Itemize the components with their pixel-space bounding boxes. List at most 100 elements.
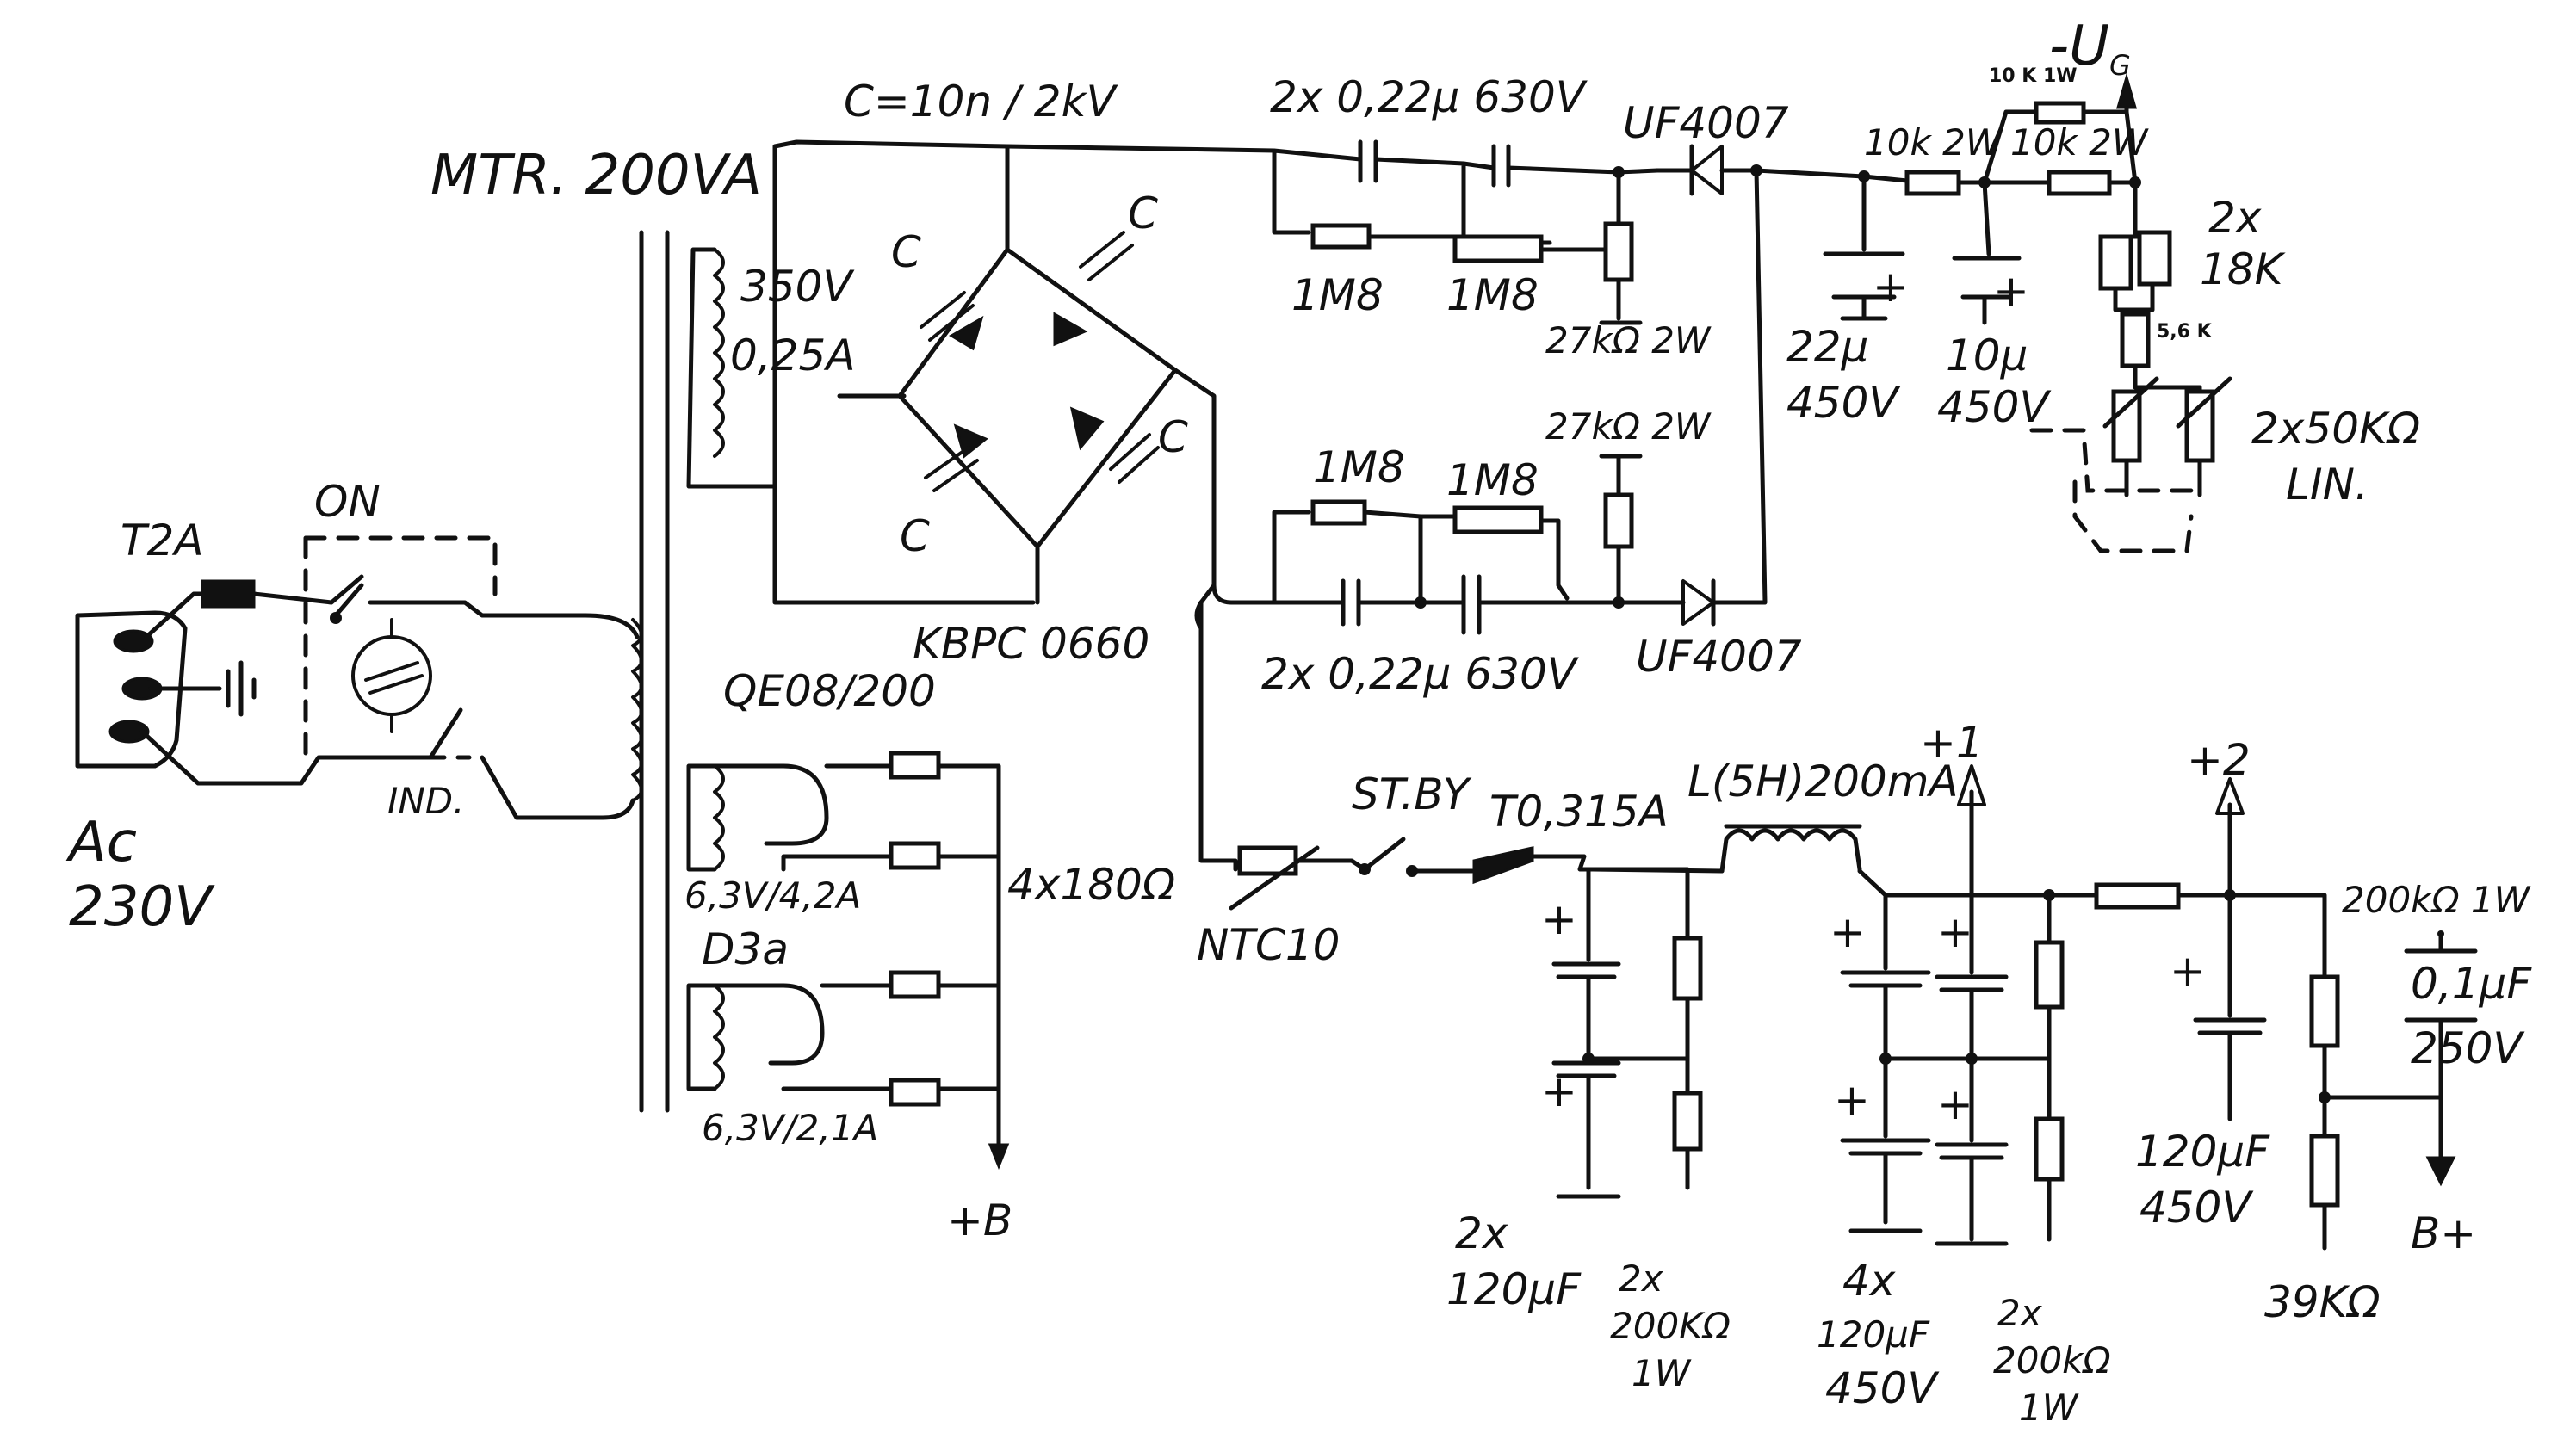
label-plus-1: +1 <box>1920 718 1984 768</box>
label-res-27k-bot: 27kΩ 2W <box>1545 405 1712 448</box>
diode-uf4007-bot <box>1681 579 1715 626</box>
plus-sign: + <box>1993 266 2029 316</box>
label-2x18k-b: 18K <box>2200 244 2287 294</box>
label-transformer: MTR. 200VA <box>430 144 762 207</box>
choke-5h <box>1719 824 1862 874</box>
res-27k-bot <box>1603 492 1634 549</box>
res-10k-2w-b <box>2047 170 2112 196</box>
label-cap-4x-a: 4x <box>1842 1256 1896 1306</box>
snubber-cap-4 <box>1109 433 1160 484</box>
ug-arrow <box>2116 72 2137 109</box>
label-bridge: KBPC 0660 <box>913 619 1149 669</box>
fuse-t0315 <box>1472 846 1534 885</box>
label-cap-120-450-b: 450V <box>2139 1183 2254 1233</box>
label-res-27k-top: 27kΩ 2W <box>1545 319 1712 361</box>
plus2-arrow <box>2215 777 2245 815</box>
label-plus-b-left: +B <box>947 1196 1012 1245</box>
filter-second-stage <box>1840 764 2065 1246</box>
bridge-diode-3 <box>953 423 988 459</box>
label-res-200k-b1: 2x <box>1997 1292 2043 1334</box>
cap-120u-450v <box>2193 893 2267 1121</box>
pot-50k-a <box>2111 389 2142 463</box>
label-ntc: NTC10 <box>1197 920 1340 970</box>
res-27k-top <box>1603 221 1634 282</box>
label-ind: IND. <box>387 780 465 822</box>
label-cap-120-450-a: 120μF <box>2135 1127 2270 1177</box>
label-cap-01u: 0,1μF <box>2411 959 2532 1009</box>
plus-b-arrow <box>988 1143 1010 1171</box>
label-ac: Ac <box>65 811 137 874</box>
label-res-1m8-b: 1M8 <box>1446 270 1539 320</box>
label-heater-2: 6,3V/2,1A <box>702 1107 878 1149</box>
plus-sign: + <box>1541 894 1577 944</box>
label-res-10k-2w-a: 10k 2W <box>1864 121 2003 164</box>
label-res-10k-2w-b: 10k 2W <box>2010 121 2149 164</box>
res-200k-b <box>1672 1091 1703 1152</box>
label-heater-1: 6,3V/4,2A <box>684 874 861 917</box>
pot-gang-dashed <box>2029 428 2207 553</box>
res-180-d <box>889 1078 941 1107</box>
plus-sign: + <box>1834 1075 1870 1125</box>
label-res-1m8-c: 1M8 <box>1313 442 1405 492</box>
label-res-4x180: 4x180Ω <box>1007 860 1175 910</box>
snubber-cap-3 <box>924 446 979 492</box>
label-cap-main: C=10n / 2kV <box>844 77 1119 127</box>
label-res-1m8-a: 1M8 <box>1291 270 1384 320</box>
upper-doubler <box>1005 72 2232 605</box>
plus-sign: + <box>1873 262 1909 312</box>
label-cap-4x-b: 120μF <box>1817 1313 1930 1356</box>
res-18k-a <box>2098 234 2133 291</box>
label-series-caps-bot: 2x 0,22μ 630V <box>1261 649 1580 699</box>
snubber-cap-2 <box>1079 231 1134 281</box>
label-c-3: C <box>900 511 930 561</box>
label-fuse-t2a: T2A <box>121 516 204 565</box>
label-standby: ST.BY <box>1352 769 1472 819</box>
label-cap-4x-c: 450V <box>1825 1363 1940 1413</box>
label-tube-qe08: QE08/200 <box>723 666 936 716</box>
iec-socket <box>75 610 188 769</box>
cap-022-c <box>1341 578 1361 627</box>
label-c-2: C <box>1128 188 1158 238</box>
label-2x18k-a: 2x <box>2208 193 2262 243</box>
snubber-cap-1 <box>920 291 975 342</box>
label-ug: -UG <box>2049 15 2131 82</box>
label-b-plus: B+ <box>2411 1208 2476 1258</box>
res-39k <box>2309 1134 2340 1208</box>
filter-first-stage <box>1551 867 1703 1199</box>
cap-022-a <box>1358 139 1378 183</box>
power-switch <box>333 583 364 618</box>
earth-symbol <box>226 660 257 717</box>
cap-022-d <box>1461 574 1482 635</box>
diode-uf4007-top <box>1690 145 1724 195</box>
label-c-1: C <box>891 227 921 277</box>
cap-22u <box>1823 174 1905 321</box>
label-cap-01u-v: 250V <box>2411 1023 2525 1073</box>
label-series-caps-top: 2x 0,22μ 630V <box>1270 72 1588 122</box>
label-res-200k-a3: 1W <box>1632 1352 1692 1394</box>
label-res-200k-a2: 200KΩ <box>1610 1305 1731 1347</box>
label-cap-22u: 22μ <box>1786 322 1868 372</box>
label-pot-lin: LIN. <box>2286 460 2369 510</box>
plus-sign: + <box>2170 946 2206 996</box>
cap-022-b <box>1491 144 1511 188</box>
iec-pin-live <box>113 629 154 653</box>
label-cap-120-b: 120μF <box>1446 1264 1582 1314</box>
res-200k-1w <box>2309 974 2340 1048</box>
bridge-diode-4 <box>1069 406 1105 451</box>
label-res-200k-b3: 1W <box>2019 1387 2079 1429</box>
label-res-1m8-d: 1M8 <box>1446 455 1539 505</box>
label-cap-22u-v: 450V <box>1786 378 1901 428</box>
label-cap-10u-v: 450V <box>1937 382 2052 432</box>
bridge-diode-1 <box>949 315 984 351</box>
res-10k-2w-a <box>1904 170 1961 196</box>
label-ac-v: 230V <box>69 875 215 939</box>
label-sec-350v: 350V <box>740 262 855 312</box>
heater-winding-1 <box>713 764 725 871</box>
plus1-arrow <box>1957 764 1986 806</box>
label-sec-025a: 0,25A <box>730 331 856 380</box>
res-200k-c <box>2034 940 2065 1010</box>
standby-switch <box>1362 837 1406 872</box>
hv-secondary-winding <box>713 248 725 458</box>
heater-section <box>686 751 1010 1171</box>
